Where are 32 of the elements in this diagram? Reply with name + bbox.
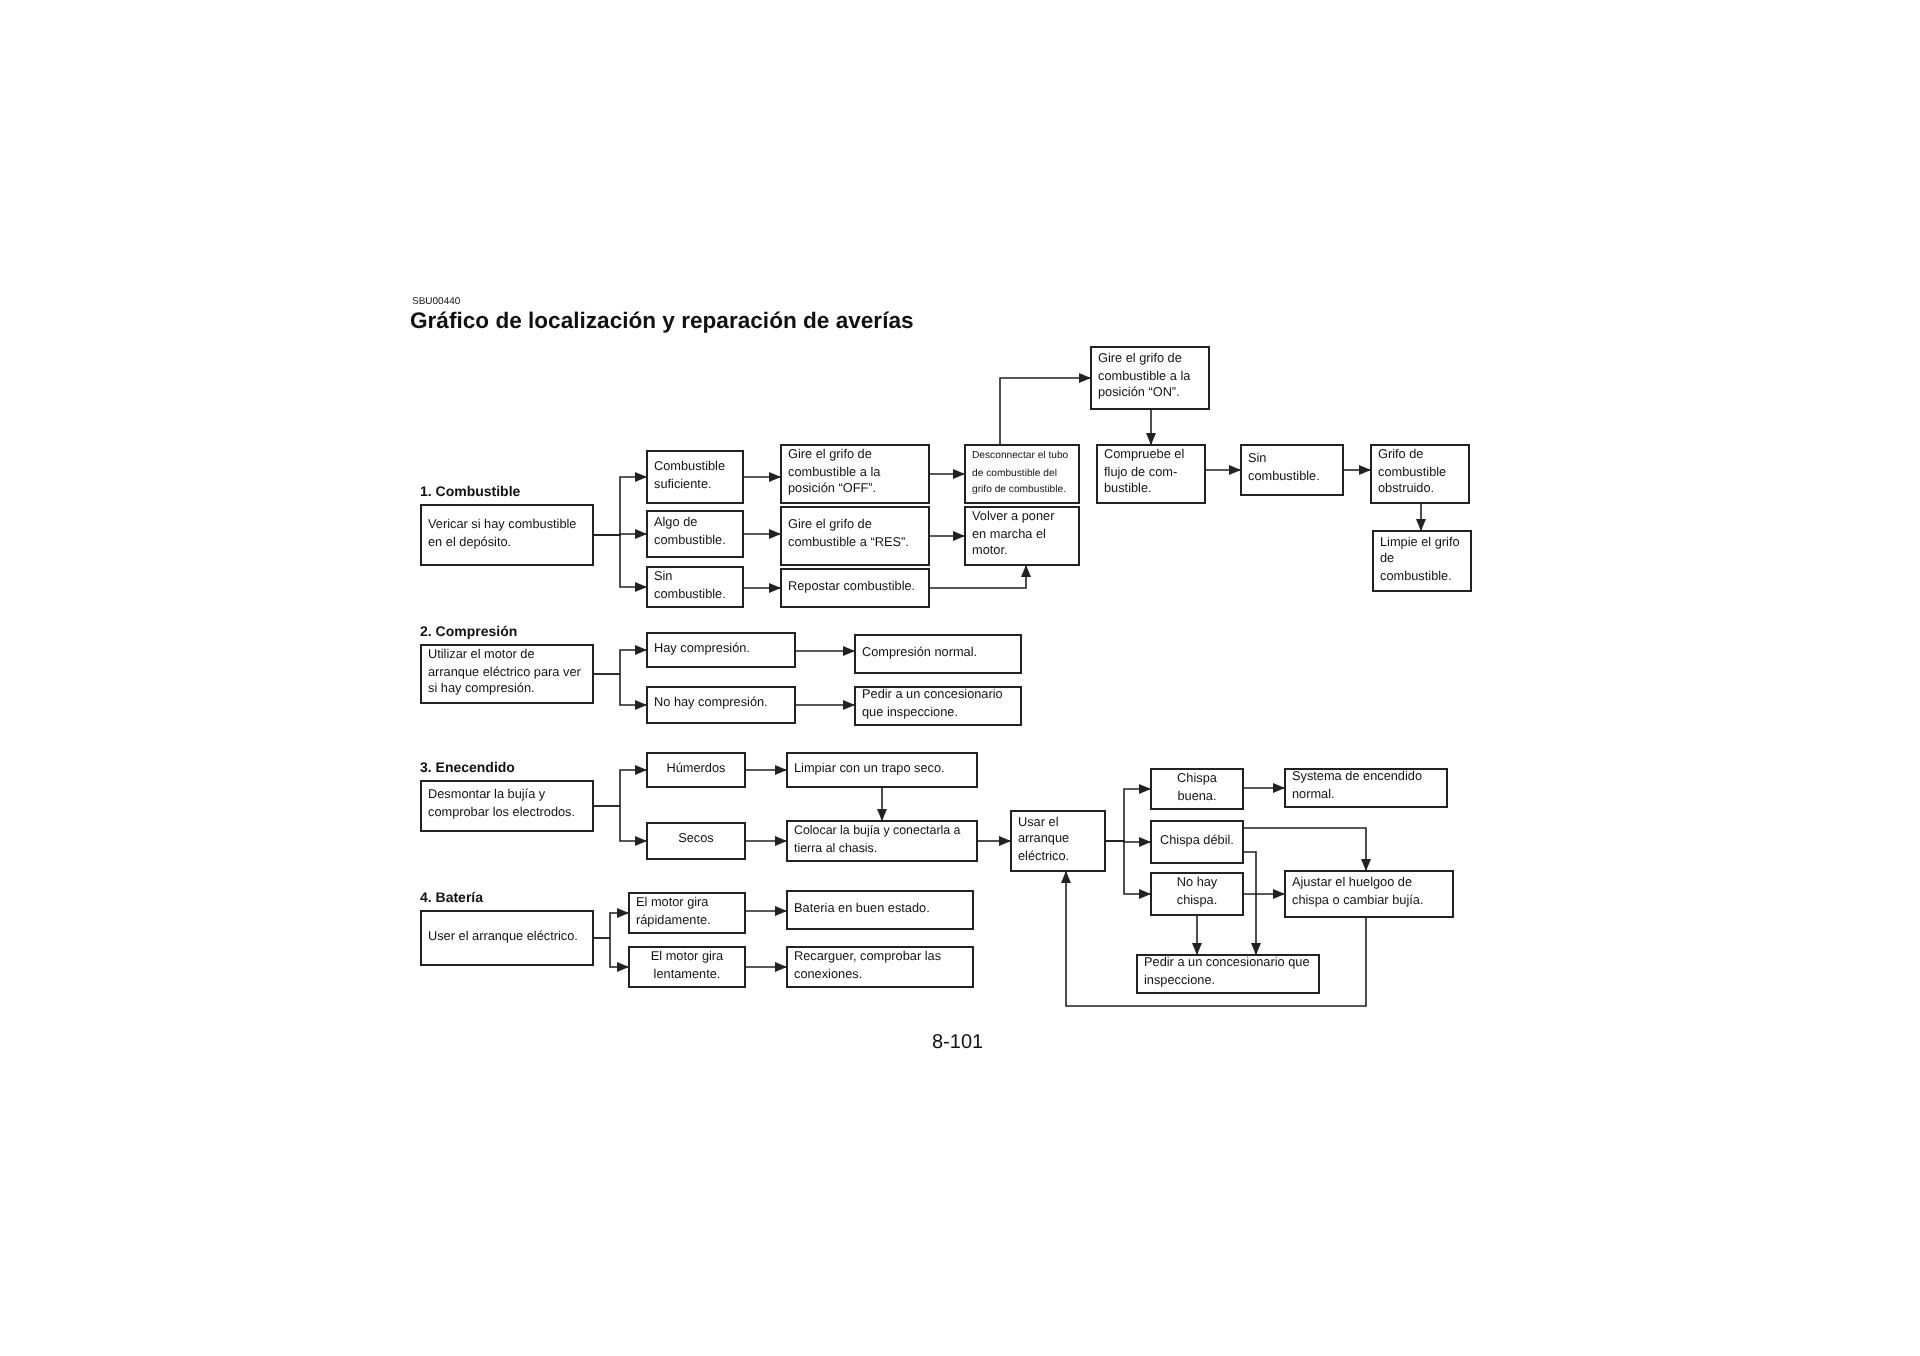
connector-arrow <box>795 646 855 656</box>
connector-arrow <box>1192 915 1202 955</box>
connector-arrow <box>1243 889 1285 899</box>
connector-arrow <box>1146 409 1156 445</box>
connector-arrow <box>929 565 1031 589</box>
connector-arrow <box>999 373 1091 445</box>
connector-arrow <box>929 469 965 479</box>
connector-arrow <box>593 534 647 592</box>
connector-arrow <box>1243 783 1285 793</box>
connector-arrow <box>929 531 965 541</box>
connector-arrow <box>1243 827 1371 871</box>
connector-arrow <box>1061 871 1367 1007</box>
connector-arrow <box>593 937 629 972</box>
connector-arrow <box>1343 465 1371 475</box>
connector-arrow <box>743 529 781 539</box>
connector-arrow <box>1105 840 1151 899</box>
page-number: 8-101 <box>932 1032 984 1056</box>
connector-arrow <box>795 700 855 710</box>
connector-arrow <box>745 836 787 846</box>
connector-arrow <box>1416 503 1426 531</box>
connector-arrow <box>745 962 787 972</box>
connector-arrow <box>977 836 1011 846</box>
connector-arrow <box>1205 465 1241 475</box>
connector-arrow <box>593 805 647 846</box>
connector-arrow <box>745 906 787 916</box>
connector-arrow <box>743 583 781 593</box>
connector-arrow <box>1243 851 1261 955</box>
connector-arrow <box>593 673 647 710</box>
connector-arrow <box>743 472 781 482</box>
connector-arrow <box>877 787 887 821</box>
connector-arrow <box>745 765 787 775</box>
page-title: Gráfico de localización y reparación de averías <box>410 308 914 336</box>
